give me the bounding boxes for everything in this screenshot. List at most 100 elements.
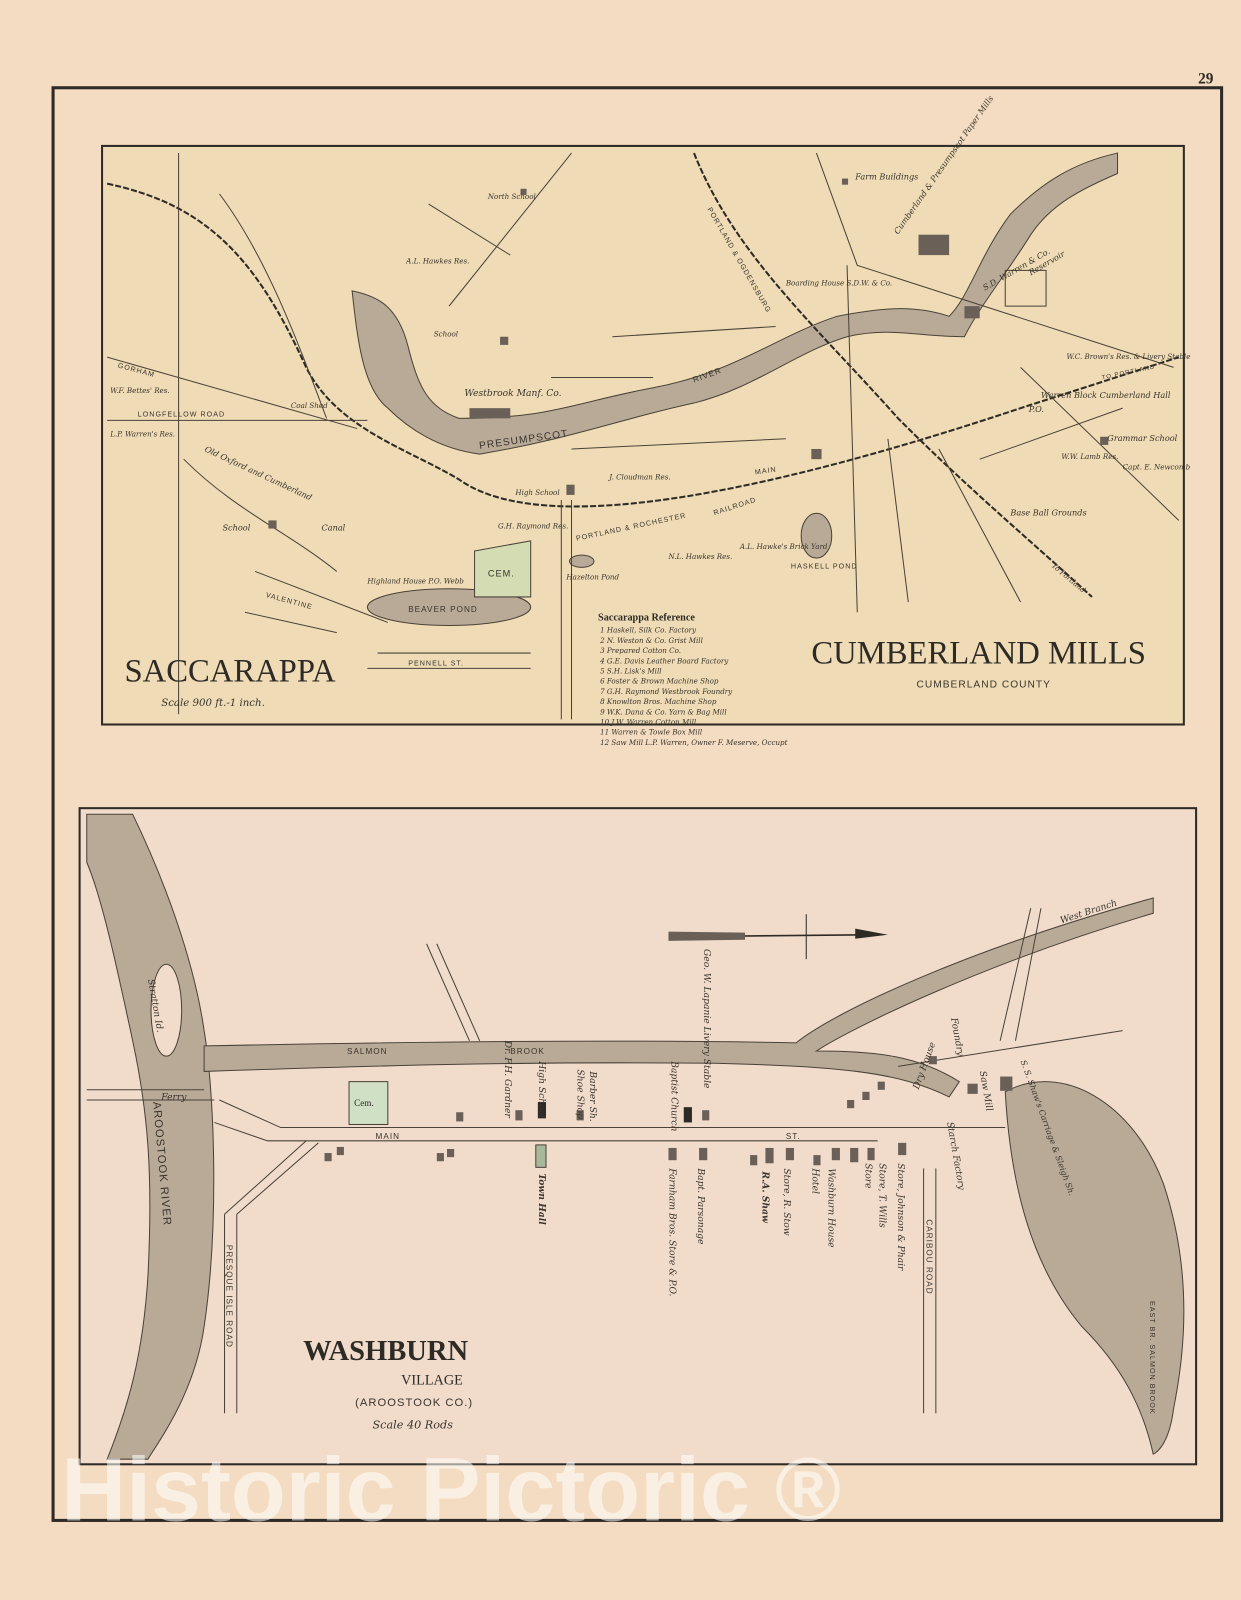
reference-item: 10 J.W. Warren Cotton Mill [600,717,696,726]
washburn-map: AROOSTOOK RIVER Stratton Id. Ferry SALMO… [78,807,1198,1466]
north-arrow [668,914,888,960]
label-farm-buildings: Farm Buildings [854,172,918,182]
reference-item: 5 S.H. Lisk's Mill [600,666,661,675]
label-high-school: High School [536,1060,547,1118]
roads [107,152,1180,720]
label-school: School [222,523,250,533]
map-title-washburn: WASHBURN [303,1336,468,1367]
presumpscot-river [351,152,1119,455]
reference-item: 3 Prepared Cotton Co. [600,646,681,655]
label-canal: Canal [321,523,345,533]
label-haskell-pond: HASKELL POND [791,562,858,570]
map-title-saccarappa: SACCARAPPA [125,654,337,690]
scale-washburn: Scale 40 Rods [373,1419,454,1432]
reference-item: 2 N. Weston & Co. Grist Mill [599,636,703,645]
saccarappa-cumberland-map: Westbrook Manf. Co. PRESUMPSCOT RIVER LO… [101,94,1191,747]
portland-ogdensburg-railroad [693,152,1093,598]
label-warren-block: Warren Block Cumberland Hall [1041,390,1171,400]
label-cemetery: Cem. [354,1098,374,1108]
label-high-school: High School [514,488,559,497]
label-ww-lamb: W.W. Lamb Res. [1061,452,1118,461]
label-washburn-house: Washburn House [826,1168,837,1248]
label-beaver-pond: BEAVER POND [408,605,478,614]
label-coal-shed: Coal Shed [291,401,328,410]
label-store: Store [862,1163,873,1189]
label-nl-hawkes: N.L. Hawkes Res. [667,552,732,561]
label-salmon: SALMON [347,1047,388,1056]
label-highland-house: Highland House P.O. Webb [366,577,464,586]
label-johnson-phair: Store, Johnson & Phair [895,1163,906,1271]
label-grammar-school: Grammar School [1107,433,1177,443]
reference-item: 7 G.H. Raymond Westbrook Foundry [600,687,733,696]
aroostook-river [86,813,215,1460]
label-store-wills: Store, T. Wills [877,1163,888,1228]
label-main-st: MAIN [754,466,777,477]
label-ra-shaw: R.A. Shaw [759,1170,770,1224]
label-base-ball-grounds: Base Ball Grounds [1009,507,1086,517]
page-number: 29 [1198,71,1214,88]
railroad-line [106,182,1180,508]
label-post-office: P.O. [1028,404,1044,414]
label-town-hall: Town Hall [536,1173,547,1225]
reference-item: 8 Knowlton Bros. Machine Shop [600,697,717,706]
reference-item: 9 W.K. Dana & Co. Yarn & Bag Mill [600,707,727,716]
label-westbrook-manf: Westbrook Manf. Co. [464,388,561,399]
label-store-stow: Store, R. Stow [781,1168,792,1235]
label-main-st: MAIN [376,1132,400,1141]
reference-item: 1 Haskell, Silk Co. Factory [600,626,697,635]
label-north-school: North School [487,192,536,201]
haskell-pond [800,512,833,559]
label-east-branch: EAST BR. SALMON BROOK [1148,1301,1156,1415]
roads [86,908,1123,1414]
reference-title: Saccarappa Reference [598,612,695,623]
label-hazelton-pond: Hazelton Pond [565,573,619,582]
label-presque-isle-road: PRESQUE ISLE ROAD [225,1245,234,1348]
label-lp-warren: L.P. Warren's Res. [109,430,175,439]
label-wf-bettes: W.F. Bettes' Res. [110,386,169,395]
label-gardner: Dr. F.H. Gardner [502,1040,513,1119]
east-branch-pond [1004,1081,1185,1455]
saccarappa-reference: Saccarappa Reference 1 Haskell, Silk Co.… [598,612,788,746]
label-ferry: Ferry [160,1092,187,1103]
county-label: (AROOSTOOK CO.) [355,1397,473,1409]
label-al-hawkes: A.L. Hawkes Res. [405,256,469,265]
watermark: Historic Pictoric ® [61,1440,841,1540]
label-brick-yard: A.L. Hawke's Brick Yard [739,542,828,551]
label-parsonage: Bapt. Parsonage [695,1167,706,1245]
label-baptist-church: Baptist Church [669,1060,680,1131]
label-j-cloudman: J. Cloudman Res. [607,473,670,482]
reference-item: 12 Saw Mill L.P. Warren, Owner F. Meserv… [600,738,788,747]
label-school-2: School [434,330,458,339]
beaver-pond [366,588,532,627]
label-pennell-st: PENNELL ST. [408,659,464,667]
reference-item: 4 G.E. Davis Leather Board Factory [599,656,729,665]
page-border [51,86,1224,1522]
label-gh-raymond: G.H. Raymond Res. [498,522,568,531]
label-longfellow-road: LONGFELLOW ROAD [138,410,225,418]
label-cemetery: CEM. [488,569,515,579]
label-livery-stable: Geo. W. Lapanie Livery Stable [701,949,712,1089]
county-label: CUMBERLAND COUNTY [916,680,1051,691]
label-capt-newcomb: Capt. E. Newcomb [1123,462,1191,471]
cemetery [474,540,532,598]
top-buildings [268,178,1109,529]
label-boarding-house: Boarding House S.D.W. & Co. [785,279,892,288]
label-farnham-bros: Farnham Bros. Store & P.O. [666,1167,677,1296]
scale-saccarappa: Scale 900 ft.-1 inch. [161,698,265,709]
reference-item: 11 Warren & Towle Box Mill [600,728,702,737]
label-st: ST. [786,1132,801,1141]
reference-item: 6 Foster & Brown Machine Shop [600,677,719,686]
label-wc-brown: W.C. Brown's Res. & Livery Stable [1066,352,1190,361]
label-barber-shop: Barber Sh. [587,1070,598,1121]
stratton-island [150,963,183,1057]
label-brook: BROOK [510,1047,545,1056]
label-caribou-road: CARIBOU ROAD [925,1219,934,1294]
map-subtitle-village: VILLAGE [401,1373,463,1389]
bottom-buildings [324,1056,1013,1168]
cemetery [348,1081,389,1125]
map-title-cumberland-mills: CUMBERLAND MILLS [811,635,1146,671]
hazelton-pond [568,554,595,568]
salmon-brook [203,897,1154,1098]
reservoir [1004,269,1047,307]
